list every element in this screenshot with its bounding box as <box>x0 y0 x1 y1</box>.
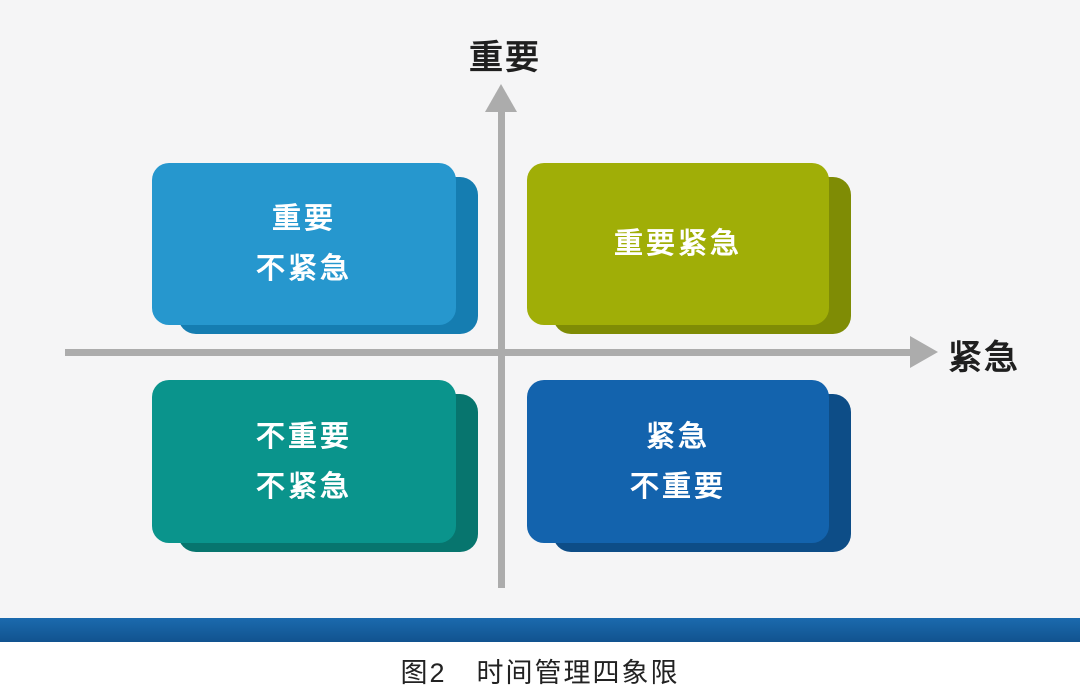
bottom-divider-bar <box>0 618 1080 642</box>
quadrant-important-urgent: 重要紧急 <box>527 163 851 334</box>
quadrant-label-line: 紧急 <box>645 420 710 453</box>
quadrant-label-line: 重要 <box>271 203 336 235</box>
quadrant-face: 紧急 不重要 <box>527 380 829 543</box>
right-arrow-icon <box>910 336 938 368</box>
y-axis-label: 重要 <box>469 39 541 77</box>
figure-caption: 图2 时间管理四象限 <box>0 642 1080 699</box>
x-axis-label: 紧急 <box>948 339 1020 377</box>
quadrant-face: 重要紧急 <box>527 163 829 325</box>
vertical-axis-line <box>498 108 505 588</box>
quadrant-label-line: 重要紧急 <box>613 228 742 260</box>
quadrant-face: 不重要 不紧急 <box>152 380 456 543</box>
quadrant-important-not-urgent: 重要 不紧急 <box>152 163 478 334</box>
quadrant-not-important-not-urgent: 不重要 不紧急 <box>152 380 478 552</box>
quadrant-label-line: 不紧急 <box>255 253 352 285</box>
quadrant-face: 重要 不紧急 <box>152 163 456 325</box>
quadrant-label-line: 不重要 <box>255 420 352 453</box>
up-arrow-icon <box>485 84 517 112</box>
horizontal-axis-line <box>65 349 910 356</box>
figure-title: 时间管理四象限 <box>476 658 680 688</box>
quadrant-label-line: 不重要 <box>629 470 726 503</box>
quadrant-urgent-not-important: 紧急 不重要 <box>527 380 851 552</box>
quadrant-label-line: 不紧急 <box>255 470 352 503</box>
figure-number: 图2 <box>400 658 447 688</box>
